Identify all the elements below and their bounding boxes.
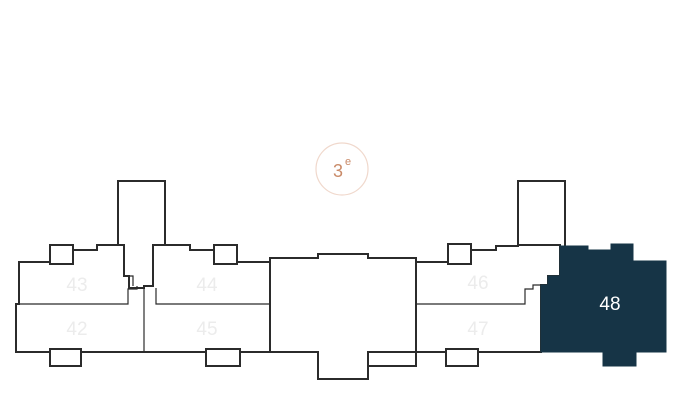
unit-46-label: 46 <box>467 273 488 294</box>
unit-45-label: 45 <box>196 319 217 340</box>
right-tower <box>517 180 566 247</box>
unit-48[interactable]: 48 <box>540 243 667 367</box>
unit-43[interactable]: 43 <box>66 275 87 296</box>
unit-46[interactable]: 46 <box>467 273 488 294</box>
unit-43-label: 43 <box>66 275 87 296</box>
unit-47-label: 47 <box>467 319 488 340</box>
unit-48-shape <box>540 243 667 367</box>
floor-indicator[interactable]: 3 e <box>315 142 369 196</box>
unit-42-label: 42 <box>66 319 87 340</box>
central-core <box>269 253 417 380</box>
left-tower <box>117 180 166 247</box>
unit-45[interactable]: 45 <box>196 319 217 340</box>
unit-44[interactable]: 44 <box>196 275 218 296</box>
floor-number: 3 <box>333 161 343 181</box>
unit-44-label: 44 <box>196 275 218 296</box>
unit-42[interactable]: 42 <box>66 319 87 340</box>
left-wing <box>15 244 271 367</box>
unit-48-label: 48 <box>599 294 620 315</box>
floor-suffix: e <box>345 156 351 168</box>
floor-badge-circle <box>315 142 369 196</box>
unit-47[interactable]: 47 <box>467 319 488 340</box>
right-wing <box>415 243 561 367</box>
